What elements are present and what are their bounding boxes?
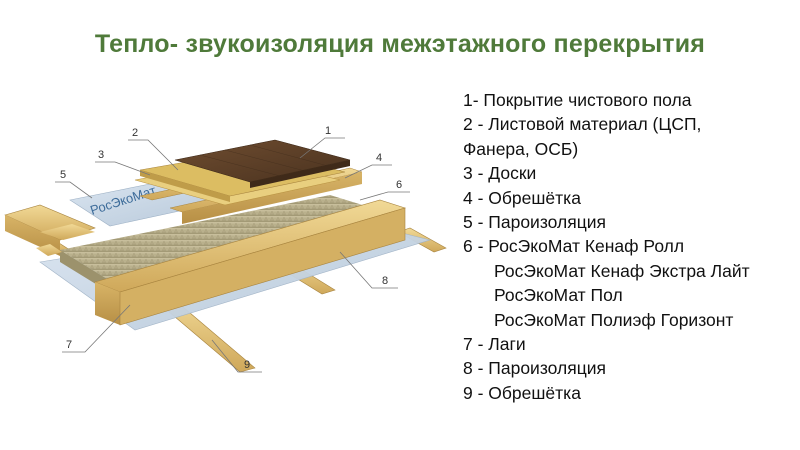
svg-text:3: 3 xyxy=(98,149,104,161)
callout-8: 8 xyxy=(339,251,398,289)
svg-text:5: 5 xyxy=(60,169,66,181)
page-title: Тепло- звукоизоляция межэтажного перекры… xyxy=(94,30,706,58)
floor-layers-diagram: РосЭкоМат 1 2 xyxy=(4,125,447,373)
legend-list: 1- Покрытие чистового пола 2 - Листовой … xyxy=(463,88,798,405)
callout-1: 1 xyxy=(299,125,345,159)
svg-text:9: 9 xyxy=(244,359,250,371)
callout-2: 2 xyxy=(128,127,179,171)
svg-text:1: 1 xyxy=(325,125,331,137)
joist-layer xyxy=(4,199,407,326)
svg-text:4: 4 xyxy=(376,152,382,164)
legend-item-6-pol: РосЭкоМат Пол xyxy=(494,285,623,306)
legend-item-6-extra-light: РосЭкоМат Кенаф Экстра Лайт xyxy=(494,260,750,281)
legend-item-2-continued: Фанера, ОСБ) xyxy=(463,138,579,159)
callouts: 1 2 3 4 5 6 7 8 xyxy=(55,125,410,373)
legend-item-3: 3 - Доски xyxy=(463,163,537,184)
callout-5: 5 xyxy=(55,169,93,199)
finish-floor-layer xyxy=(174,139,351,188)
legend-item-1: 1- Покрытие чистового пола xyxy=(463,90,692,110)
callout-3: 3 xyxy=(95,149,151,176)
svg-text:2: 2 xyxy=(132,127,138,139)
callout-6: 6 xyxy=(359,179,410,201)
callout-7: 7 xyxy=(62,304,131,353)
callout-9: 9 xyxy=(211,339,262,373)
svg-text:8: 8 xyxy=(382,275,388,287)
legend-item-7: 7 - Лаги xyxy=(463,334,526,355)
svg-text:7: 7 xyxy=(66,339,72,351)
legend-item-4: 4 - Обрешётка xyxy=(463,187,581,208)
legend-item-9: 9 - Обрешётка xyxy=(463,382,581,403)
legend-item-6-polief: РосЭкоМат Полиэф Горизонт xyxy=(494,309,734,330)
legend-item-5: 5 - Пароизоляция xyxy=(463,212,606,233)
svg-text:6: 6 xyxy=(396,179,402,191)
legend-item-2: 2 - Листовой материал (ЦСП, xyxy=(463,114,702,135)
legend-item-8: 8 - Пароизоляция xyxy=(463,358,606,379)
callout-4: 4 xyxy=(344,152,392,179)
legend-item-6: 6 - РосЭкоМат Кенаф Ролл xyxy=(463,236,685,257)
